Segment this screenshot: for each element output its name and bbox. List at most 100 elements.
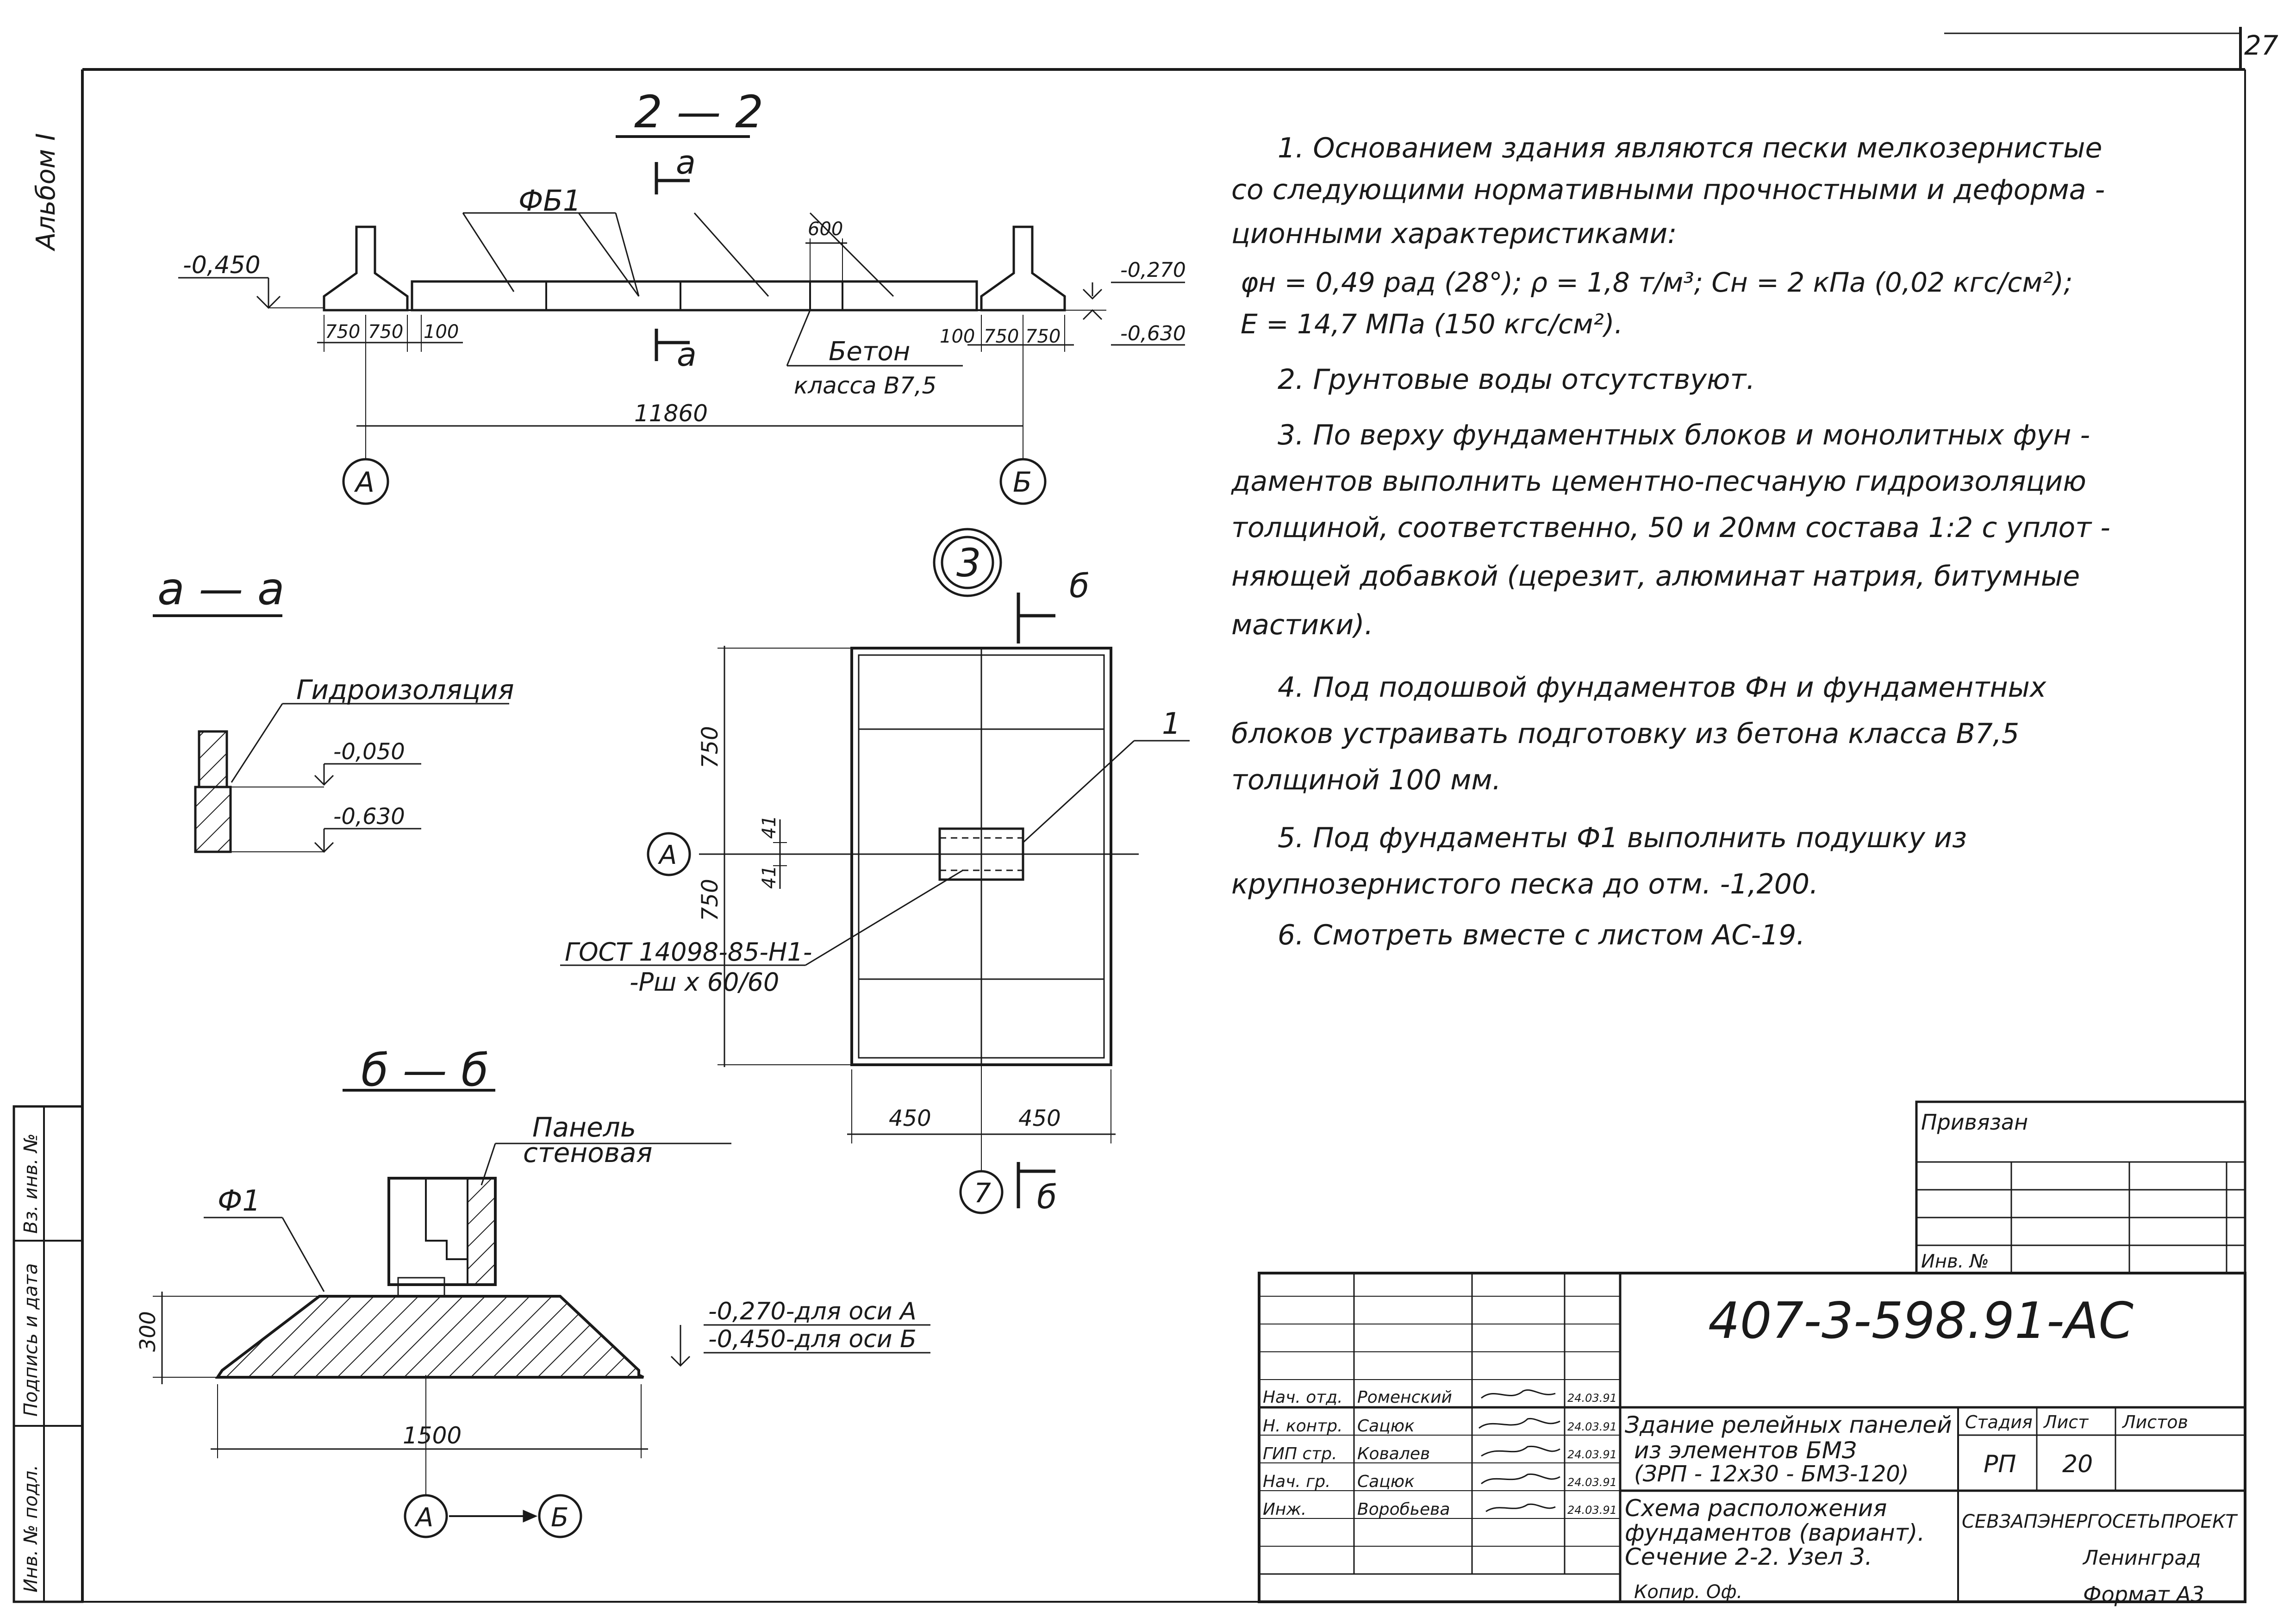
dim-right-1: 100 — [940, 326, 975, 347]
dim-41-top: 41 — [759, 815, 780, 839]
general-notes: 1. Основанием здания являются пески мелк… — [1231, 132, 2110, 951]
org-name: СЕВЗАПЭНЕРГОСЕТЬПРОЕКТ — [1962, 1511, 2238, 1532]
node-3-title: 3 — [956, 540, 981, 586]
label-fb1: ФБ1 — [518, 184, 581, 218]
section-b-b: б — б Панель стеновая Ф1 300 1500 А — [135, 1044, 930, 1538]
section-a-a: а — а Гидроизоляция -0,050 -0,630 — [153, 563, 514, 853]
stamp-inv-no: Инв. № подл. — [20, 1465, 42, 1593]
dim-41-bottom: 41 — [759, 865, 780, 889]
dim-total: 11860 — [634, 400, 708, 427]
level-axis-a: -0,270-для оси А — [708, 1298, 917, 1325]
sheet-title-2: фундаментов (вариант). — [1625, 1519, 1925, 1546]
album-label: Альбом I — [31, 133, 61, 251]
section-2-2-title: 2 — 2 — [634, 86, 763, 138]
panel-label-1: Панель — [532, 1112, 636, 1143]
dim-450-left: 450 — [889, 1106, 931, 1131]
dim-left-1: 750 — [325, 321, 360, 343]
level-right-top: -0,270 — [1120, 258, 1186, 282]
signature-4 — [1481, 1473, 1560, 1485]
axis-b-bb-label: Б — [551, 1503, 568, 1533]
note-line-3: ционными характеристиками: — [1231, 218, 1677, 250]
section-b-b-title: б — б — [361, 1044, 488, 1096]
note-line-13: блоков устраивать подготовку из бетона к… — [1231, 718, 2019, 750]
sheet-value: 20 — [2062, 1450, 2093, 1478]
axis-a-label: А — [354, 466, 374, 499]
concrete-label-1: Бетон — [829, 337, 910, 367]
note-line-17: 6. Смотреть вместе с листом АС-19. — [1278, 919, 1805, 951]
label-f1: Ф1 — [218, 1184, 261, 1218]
section-a-a-title: а — а — [157, 563, 285, 615]
city: Ленинград — [2082, 1546, 2201, 1570]
waterproofing-label: Гидроизоляция — [296, 674, 514, 706]
signature-1 — [1481, 1389, 1556, 1399]
sheet-title-3: Сечение 2-2. Узел 3. — [1625, 1543, 1872, 1570]
signature-5 — [1485, 1503, 1556, 1512]
note-line-10: няющей добавкой (церезит, алюминат натри… — [1231, 560, 2080, 593]
level-left: -0,450 — [183, 251, 261, 279]
name-5: Воробьева — [1357, 1500, 1450, 1519]
dim-left-2: 750 — [368, 321, 403, 343]
title-block: 407-3-598.91-АС Нач. отд. Н. контр. ГИП … — [1258, 1272, 2246, 1607]
note-line-16: крупнозернистого песка до отм. -1,200. — [1231, 868, 1818, 900]
binding-title: Привязан — [1921, 1110, 2028, 1135]
footing-left — [323, 225, 409, 312]
upper-block — [198, 730, 228, 788]
axis-bubble-a — [342, 458, 389, 505]
date-2: 24.03.91 — [1567, 1420, 1617, 1433]
role-1: Нач. отд. — [1263, 1388, 1343, 1407]
axis-a-bb-label: А — [414, 1503, 433, 1533]
name-3: Ковалев — [1357, 1444, 1430, 1463]
building-line-2: из элементов БМЗ — [1634, 1437, 1857, 1464]
level-right-bottom: -0,630 — [1120, 322, 1186, 345]
note-line-1: 1. Основанием здания являются пески мелк… — [1278, 132, 2102, 164]
dim-left-3: 100 — [424, 321, 459, 343]
note-line-11: мастики). — [1231, 609, 1373, 641]
level-axis-b: -0,450-для оси Б — [708, 1325, 917, 1353]
name-2: Сацюк — [1357, 1417, 1415, 1436]
building-line-1: Здание релейных панелей — [1625, 1412, 1952, 1438]
concrete-label-2: класса В7,5 — [794, 372, 936, 399]
format-label: Формат А3 — [2083, 1582, 2204, 1607]
axis-bubble-7 — [959, 1170, 1004, 1214]
stamp-signature-date: Подпись и дата — [20, 1263, 42, 1417]
note-line-4: φн = 0,49 рад (28°); ρ = 1,8 т/м³; Сн = … — [1241, 267, 2073, 298]
date-4: 24.03.91 — [1567, 1476, 1617, 1489]
role-5: Инж. — [1263, 1500, 1306, 1519]
cut-mark-a-bottom: а — [677, 336, 697, 374]
axis-b-label: Б — [1013, 466, 1032, 499]
sheets-label: Листов — [2121, 1412, 2188, 1432]
axis-bubble-a-bb — [404, 1494, 448, 1538]
date-3: 24.03.91 — [1567, 1448, 1617, 1461]
cut-mark-b-bottom: б — [1037, 1178, 1057, 1216]
gost-line-1: ГОСТ 14098-85-Н1- — [565, 937, 812, 967]
name-4: Сацюк — [1357, 1472, 1415, 1491]
drawing-frame: 27 Альбом I — [31, 27, 2278, 1603]
footing-f1 — [215, 1295, 644, 1379]
binding-block: Привязан Инв. № — [1915, 1100, 2246, 1274]
note-line-2: со следующими нормативными прочностными … — [1231, 174, 2105, 206]
panel-label-2: стеновая — [523, 1137, 652, 1168]
axis-7-label: 7 — [974, 1177, 991, 1209]
sheet-title-1: Схема расположения — [1625, 1495, 1887, 1522]
level-0050: -0,050 — [333, 739, 405, 765]
building-line-3: (ЗРП - 12х30 - БМЗ-120) — [1634, 1461, 1909, 1487]
note-line-8: даментов выполнить цементно-песчаную гид… — [1231, 465, 2086, 498]
axis-bubble-a-node — [647, 832, 691, 876]
binding-inv: Инв. № — [1921, 1251, 1989, 1272]
sheet-number: 27 — [2244, 30, 2278, 61]
dim-750-top: 750 — [697, 726, 723, 768]
doc-code: 407-3-598.91-АС — [1708, 1292, 2134, 1350]
footing-right — [980, 225, 1066, 312]
note-line-9: толщиной, соответственно, 50 и 20мм сост… — [1231, 512, 2110, 544]
signature-2 — [1479, 1418, 1560, 1429]
side-stamp: Инв. № подл. Подпись и дата Вз. инв. № — [12, 1105, 84, 1603]
note-line-14: толщиной 100 мм. — [1231, 764, 1501, 796]
lower-block — [194, 786, 232, 853]
role-4: Нач. гр. — [1263, 1472, 1331, 1491]
note-line-7: 3. По верху фундаментных блоков и моноли… — [1278, 419, 2090, 451]
sheet-label: Лист — [2043, 1412, 2089, 1432]
role-3: ГИП стр. — [1263, 1444, 1337, 1463]
dim-450-right: 450 — [1018, 1106, 1061, 1131]
name-1: Роменский — [1357, 1388, 1452, 1407]
